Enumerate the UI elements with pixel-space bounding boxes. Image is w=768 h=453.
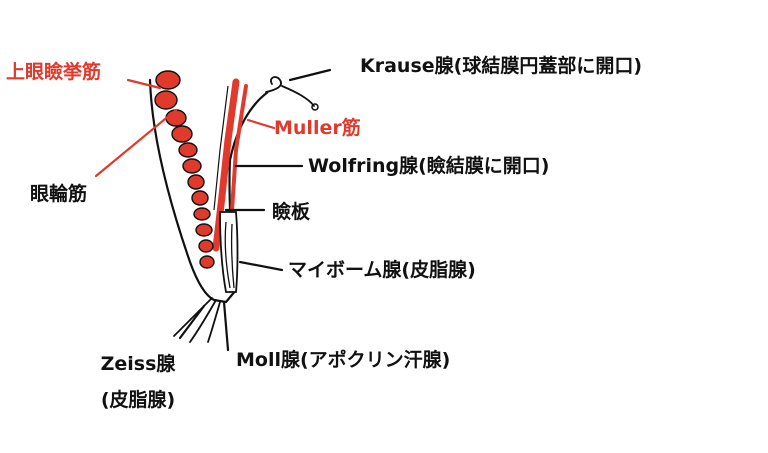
muscle-outline bbox=[213, 85, 229, 211]
label-meibomian-gland: マイボーム腺(皮脂腺) bbox=[288, 259, 476, 281]
label-zeiss-gland-line1: Zeiss腺 bbox=[100, 353, 176, 375]
muller-muscle-band bbox=[230, 84, 248, 212]
meibomian-gland bbox=[224, 221, 235, 289]
leader-lines bbox=[94, 68, 332, 352]
label-wolfring-gland: Wolfring腺(瞼結膜に開口) bbox=[308, 155, 550, 177]
label-orbicularis-oculi: 眼輪筋 bbox=[30, 183, 88, 205]
krause-gland bbox=[265, 76, 315, 107]
orbicularis-bundles bbox=[154, 70, 215, 269]
label-levator-palpebrae: 上眼瞼挙筋 bbox=[6, 61, 102, 83]
label-tarsus: 瞼板 bbox=[272, 201, 311, 223]
label-zeiss-gland-line2: (皮脂腺) bbox=[100, 389, 176, 411]
label-krause-gland: Krause腺(球結膜円蓋部に開口) bbox=[360, 55, 643, 77]
label-moll-gland: Moll腺(アポクリン汗腺) bbox=[236, 349, 451, 371]
levator-muscle-band bbox=[212, 78, 240, 252]
krause-gland-dot bbox=[311, 103, 319, 111]
label-muller-muscle: Muller筋 bbox=[274, 117, 361, 139]
eyelashes bbox=[173, 297, 221, 343]
eyelid-outline bbox=[148, 78, 216, 302]
